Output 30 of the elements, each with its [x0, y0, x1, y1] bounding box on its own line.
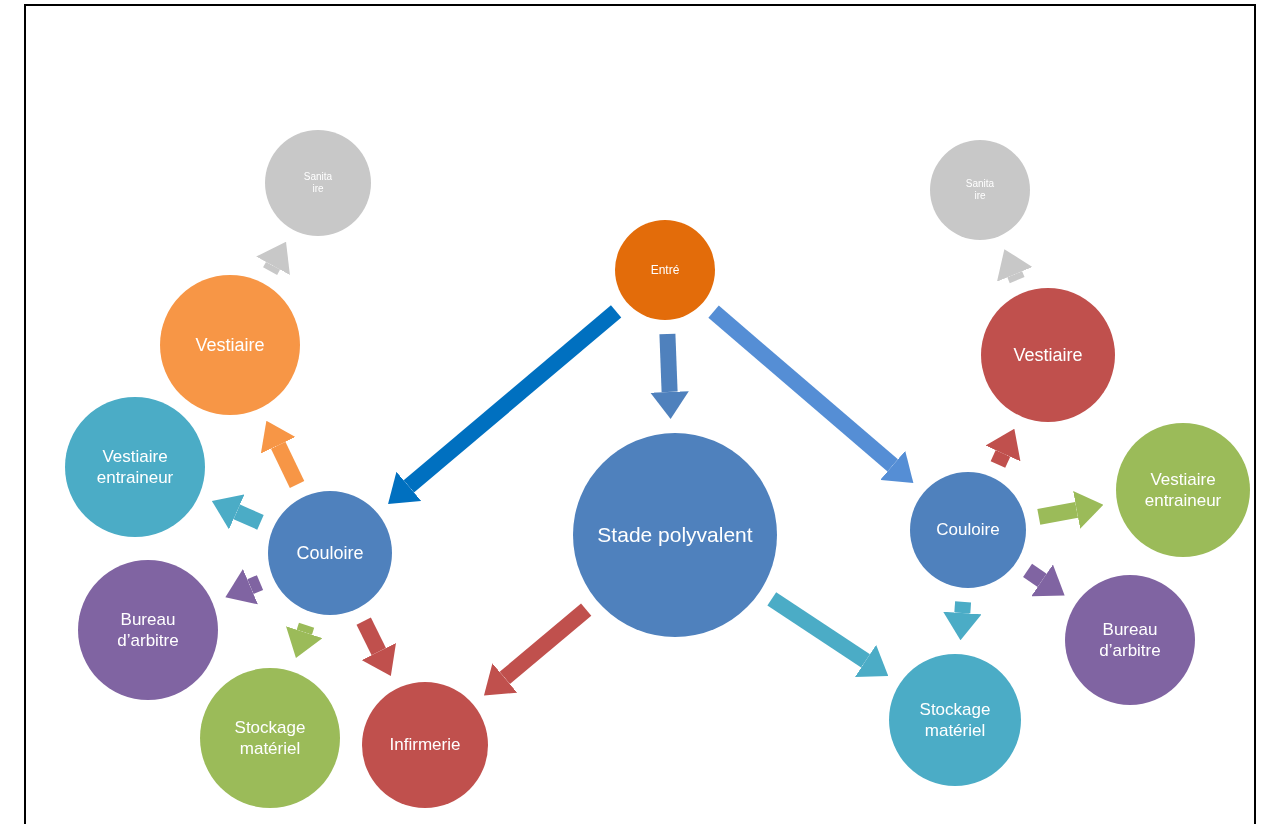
node-label: Couloire — [296, 541, 364, 565]
arrow — [767, 592, 889, 677]
arrow — [943, 601, 982, 641]
arrow — [260, 420, 305, 488]
node-label: Entré — [650, 262, 680, 278]
node-label: Stockage matériel — [918, 698, 992, 742]
arrow — [1037, 490, 1104, 529]
node-label: Infirmerie — [389, 734, 461, 756]
arrow — [650, 333, 689, 420]
node-label: Vestiaire entraineur — [95, 445, 175, 489]
arrow — [483, 603, 592, 696]
circle-node — [615, 220, 715, 320]
arrow — [985, 428, 1021, 468]
arrow — [225, 569, 264, 605]
arrow — [708, 305, 914, 484]
node-label: Stade polyvalent — [597, 521, 753, 548]
node-label: Vestiaire — [195, 333, 265, 357]
arrow — [286, 622, 323, 659]
arrow — [256, 241, 290, 275]
arrow — [997, 249, 1033, 284]
node-label: Stockage matériel — [233, 716, 307, 760]
arrow — [388, 305, 622, 504]
arrow — [1023, 563, 1065, 597]
node-label: Vestiaire entraineur — [1143, 468, 1223, 512]
node-label: Bureau d’arbitre — [1098, 618, 1162, 662]
node-label: Couloire — [936, 519, 1000, 541]
node-label: Vestiaire — [1013, 343, 1083, 367]
arrow — [211, 494, 264, 530]
node-label: Bureau d’arbitre — [116, 608, 180, 652]
arrow — [356, 617, 396, 676]
